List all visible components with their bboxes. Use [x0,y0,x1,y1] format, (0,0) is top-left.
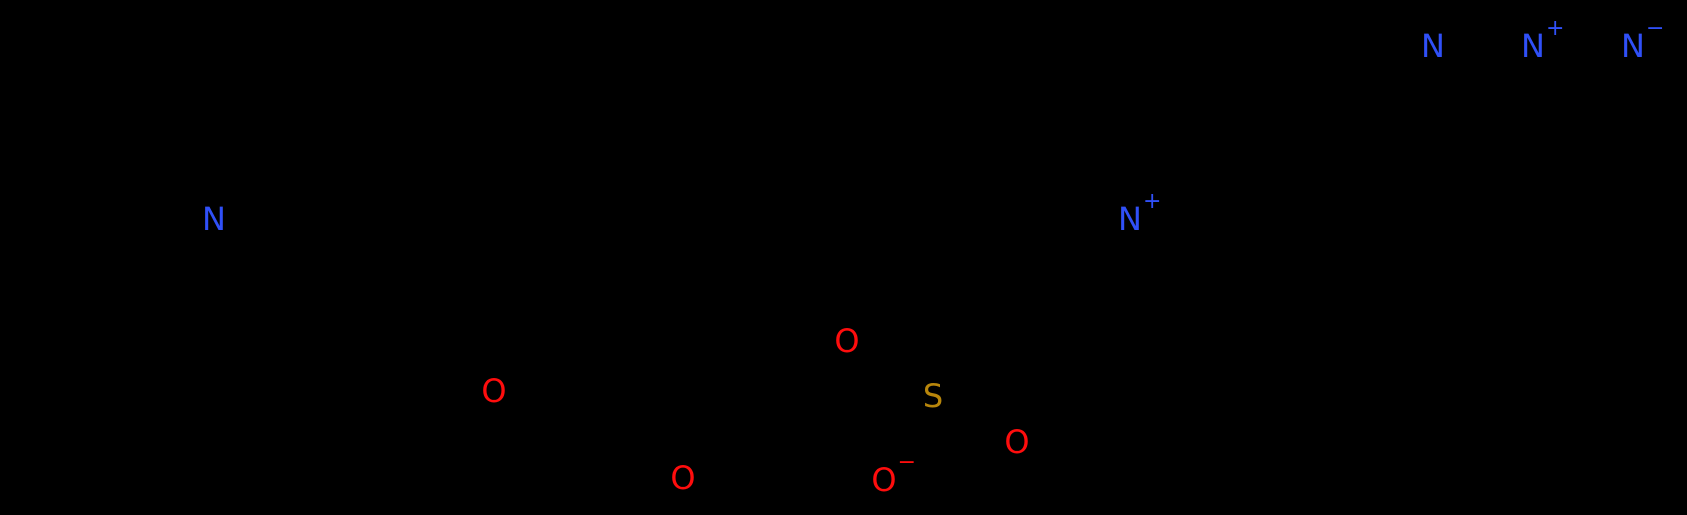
atom-n-pyridinium: N + [1118,189,1162,238]
atom-o-sulfonate-right: O [1004,423,1030,461]
atom-o-sulfonate-anion: O − [871,450,917,499]
atom-n-azide-1: N [1421,27,1445,65]
atom-n-azide-2: N + [1521,16,1565,65]
atom-o-sulfonate-top: O [834,322,860,360]
positive-charge-label: + [1142,189,1162,214]
atom-o-ether: O [481,372,507,410]
negative-charge-label: − [897,450,917,475]
atom-n-azide-3: N − [1621,16,1665,65]
positive-charge-label: + [1545,16,1565,41]
negative-charge-label: − [1645,16,1665,41]
atom-s-sulfonate: S [922,377,944,415]
atom-o-carbonyl: O [670,459,696,497]
atom-n-amine: N [202,200,226,238]
